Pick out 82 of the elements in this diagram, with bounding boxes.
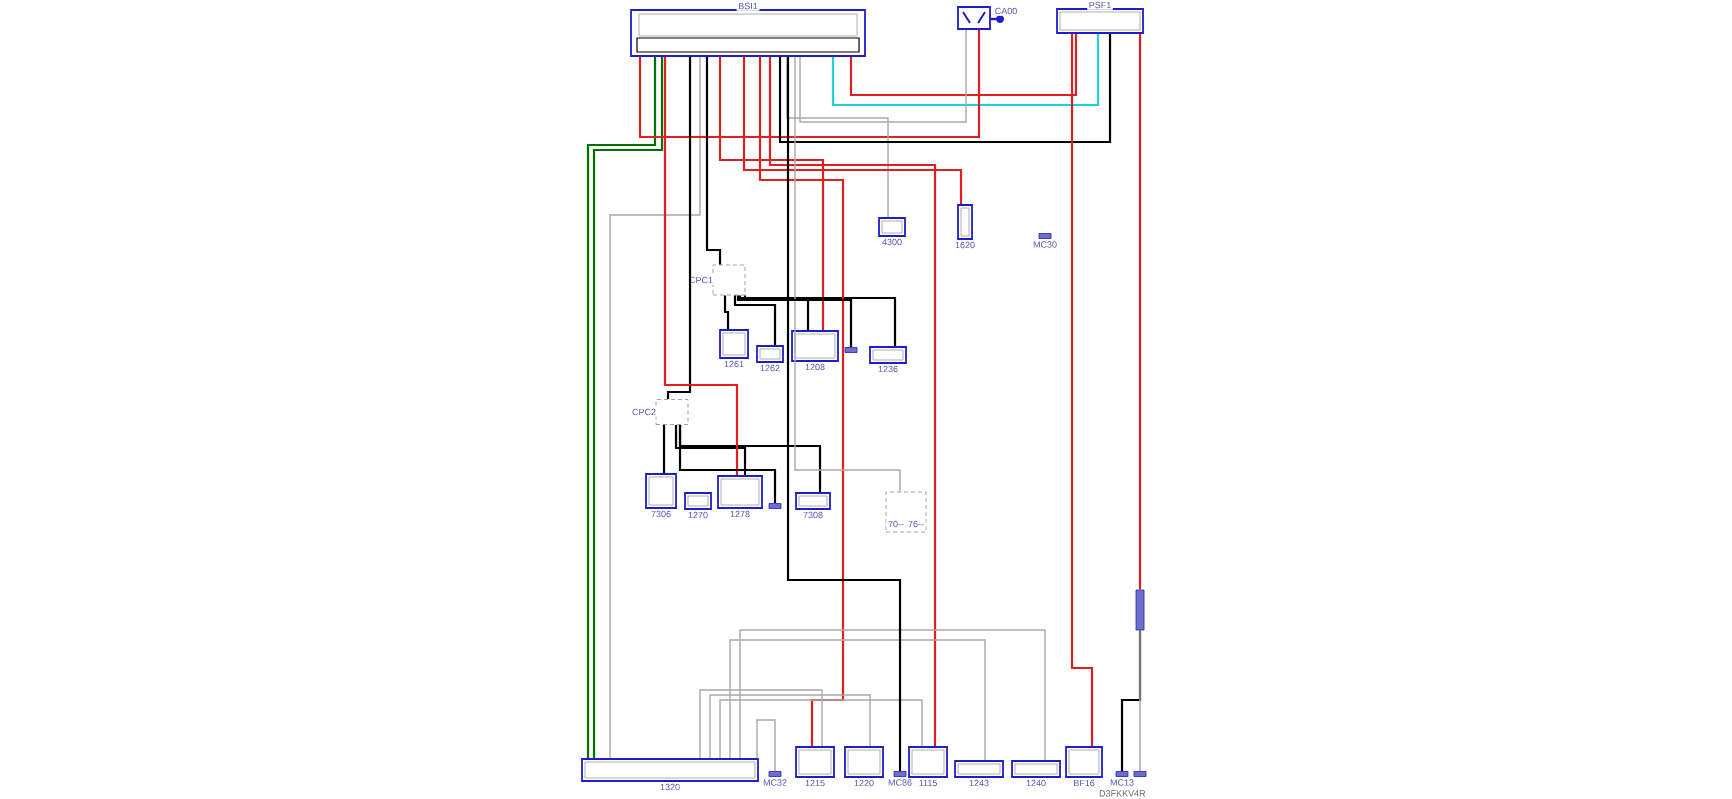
component-box: 1208 bbox=[791, 330, 839, 372]
node-label: 1243 bbox=[969, 779, 989, 787]
component-box: BF16 bbox=[1065, 746, 1103, 788]
wire bbox=[1138, 33, 1142, 590]
wire bbox=[705, 56, 722, 265]
component-box: 1215 bbox=[795, 746, 835, 788]
component-box: CA00 bbox=[957, 6, 1019, 30]
wire bbox=[723, 295, 730, 330]
node-label: BF16 bbox=[1074, 779, 1095, 787]
wire bbox=[736, 295, 810, 331]
component-box: BSI1 bbox=[630, 1, 866, 57]
node-label: 1220 bbox=[854, 779, 874, 787]
component-box: PSF1 bbox=[1056, 0, 1144, 34]
wire bbox=[756, 719, 776, 772]
wire bbox=[758, 56, 845, 747]
wire bbox=[674, 424, 747, 476]
component-box: 1620 bbox=[953, 204, 977, 250]
node-label: BSI1 bbox=[739, 2, 758, 10]
wire bbox=[699, 689, 823, 759]
dashed-box: CPC2 bbox=[630, 399, 689, 425]
wire bbox=[786, 56, 889, 218]
wire bbox=[678, 424, 777, 504]
node-label: CPC2 bbox=[632, 408, 656, 416]
wire bbox=[786, 56, 902, 772]
wire bbox=[738, 295, 897, 347]
ground-symbol bbox=[844, 347, 858, 353]
component-box: 1320 bbox=[581, 758, 759, 792]
drawing-code: D3FKKV4R bbox=[1099, 790, 1146, 797]
component-box: 1270 bbox=[684, 492, 712, 520]
component-box: 1236 bbox=[869, 346, 907, 374]
component-box: 7306 bbox=[645, 473, 677, 519]
wire bbox=[739, 629, 1046, 761]
wire bbox=[662, 424, 666, 474]
component-box: 7308 bbox=[795, 492, 831, 520]
wire bbox=[849, 33, 1078, 97]
component-box: 1261 bbox=[719, 329, 749, 369]
node-label: 1261 bbox=[724, 360, 744, 368]
node-label: 7308 bbox=[803, 511, 823, 519]
ground-symbol bbox=[1135, 589, 1145, 631]
wire bbox=[729, 639, 986, 761]
node-label: 1262 bbox=[760, 364, 780, 372]
wire bbox=[831, 33, 1100, 107]
wire bbox=[666, 56, 692, 400]
wire bbox=[638, 29, 981, 139]
component-box: 1243 bbox=[954, 760, 1004, 788]
wire bbox=[743, 295, 853, 348]
wire bbox=[586, 56, 657, 759]
node-label: 1115 bbox=[919, 779, 937, 787]
component-box: 4300 bbox=[878, 217, 906, 247]
component-box: 1262 bbox=[756, 345, 784, 373]
wire bbox=[778, 33, 1112, 144]
node-label: 1620 bbox=[955, 241, 975, 249]
component-box: 1220 bbox=[844, 746, 884, 788]
node-label: 1270 bbox=[688, 511, 708, 519]
wire bbox=[609, 56, 701, 759]
node-label: 7306 bbox=[651, 510, 671, 518]
wire bbox=[592, 56, 664, 759]
node-label: CA00 bbox=[995, 7, 1017, 15]
wire bbox=[1139, 629, 1141, 772]
wire bbox=[733, 295, 777, 346]
ground-symbol bbox=[1133, 771, 1147, 777]
node-label: 1278 bbox=[730, 510, 750, 518]
ground-symbol bbox=[768, 503, 782, 509]
wire bbox=[718, 56, 825, 331]
wire bbox=[799, 29, 967, 123]
dashed-box: 70-- 76-- bbox=[885, 491, 927, 533]
node-label: 1236 bbox=[878, 365, 898, 373]
wire bbox=[794, 56, 901, 493]
node-label: 1240 bbox=[1026, 779, 1046, 787]
wire bbox=[1070, 33, 1094, 747]
component-box: 1278 bbox=[717, 475, 763, 519]
wire bbox=[709, 694, 871, 759]
node-label: PSF1 bbox=[1089, 1, 1111, 9]
node-label: 4300 bbox=[882, 238, 902, 246]
wire bbox=[742, 56, 963, 205]
node-label: 1320 bbox=[660, 783, 680, 791]
node-label: 1208 bbox=[805, 363, 825, 371]
component-box: 1240 bbox=[1011, 760, 1061, 788]
wire bbox=[663, 56, 739, 476]
wire bbox=[768, 56, 937, 747]
node-label: 1215 bbox=[805, 779, 825, 787]
wire bbox=[719, 699, 923, 759]
